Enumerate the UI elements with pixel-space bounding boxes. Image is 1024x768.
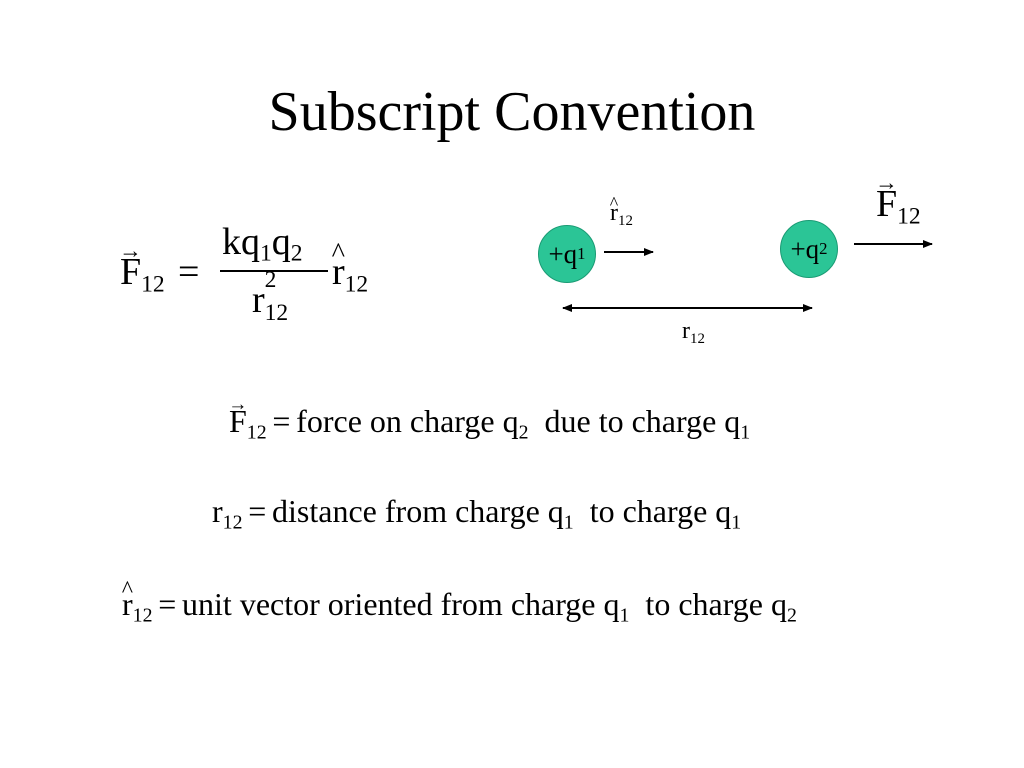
formula-numerator: kq1q2 [222,221,303,267]
formula-force-vector: →F12 [119,238,165,298]
formula-equals: = [178,251,200,293]
definition-unit-vector: ^r12=unit vector oriented from charge q1… [121,576,797,627]
diagram-distance-label: r12 [682,318,705,347]
page-title: Subscript Convention [268,81,756,143]
diagram-force-label: →F12 [875,170,921,230]
vector-arrow-icon: → [119,238,142,264]
definition-force: →F12=force on charge q2 due to charge q1 [228,393,751,444]
hat-icon: ^ [331,238,346,270]
formula-unit-vector: ^r12 [331,238,369,298]
fraction-bar [220,270,328,272]
diagram-unit-vector-label: ^r12 [609,192,633,229]
definition-distance: r12=distance from charge q1 to charge q1 [212,493,742,534]
